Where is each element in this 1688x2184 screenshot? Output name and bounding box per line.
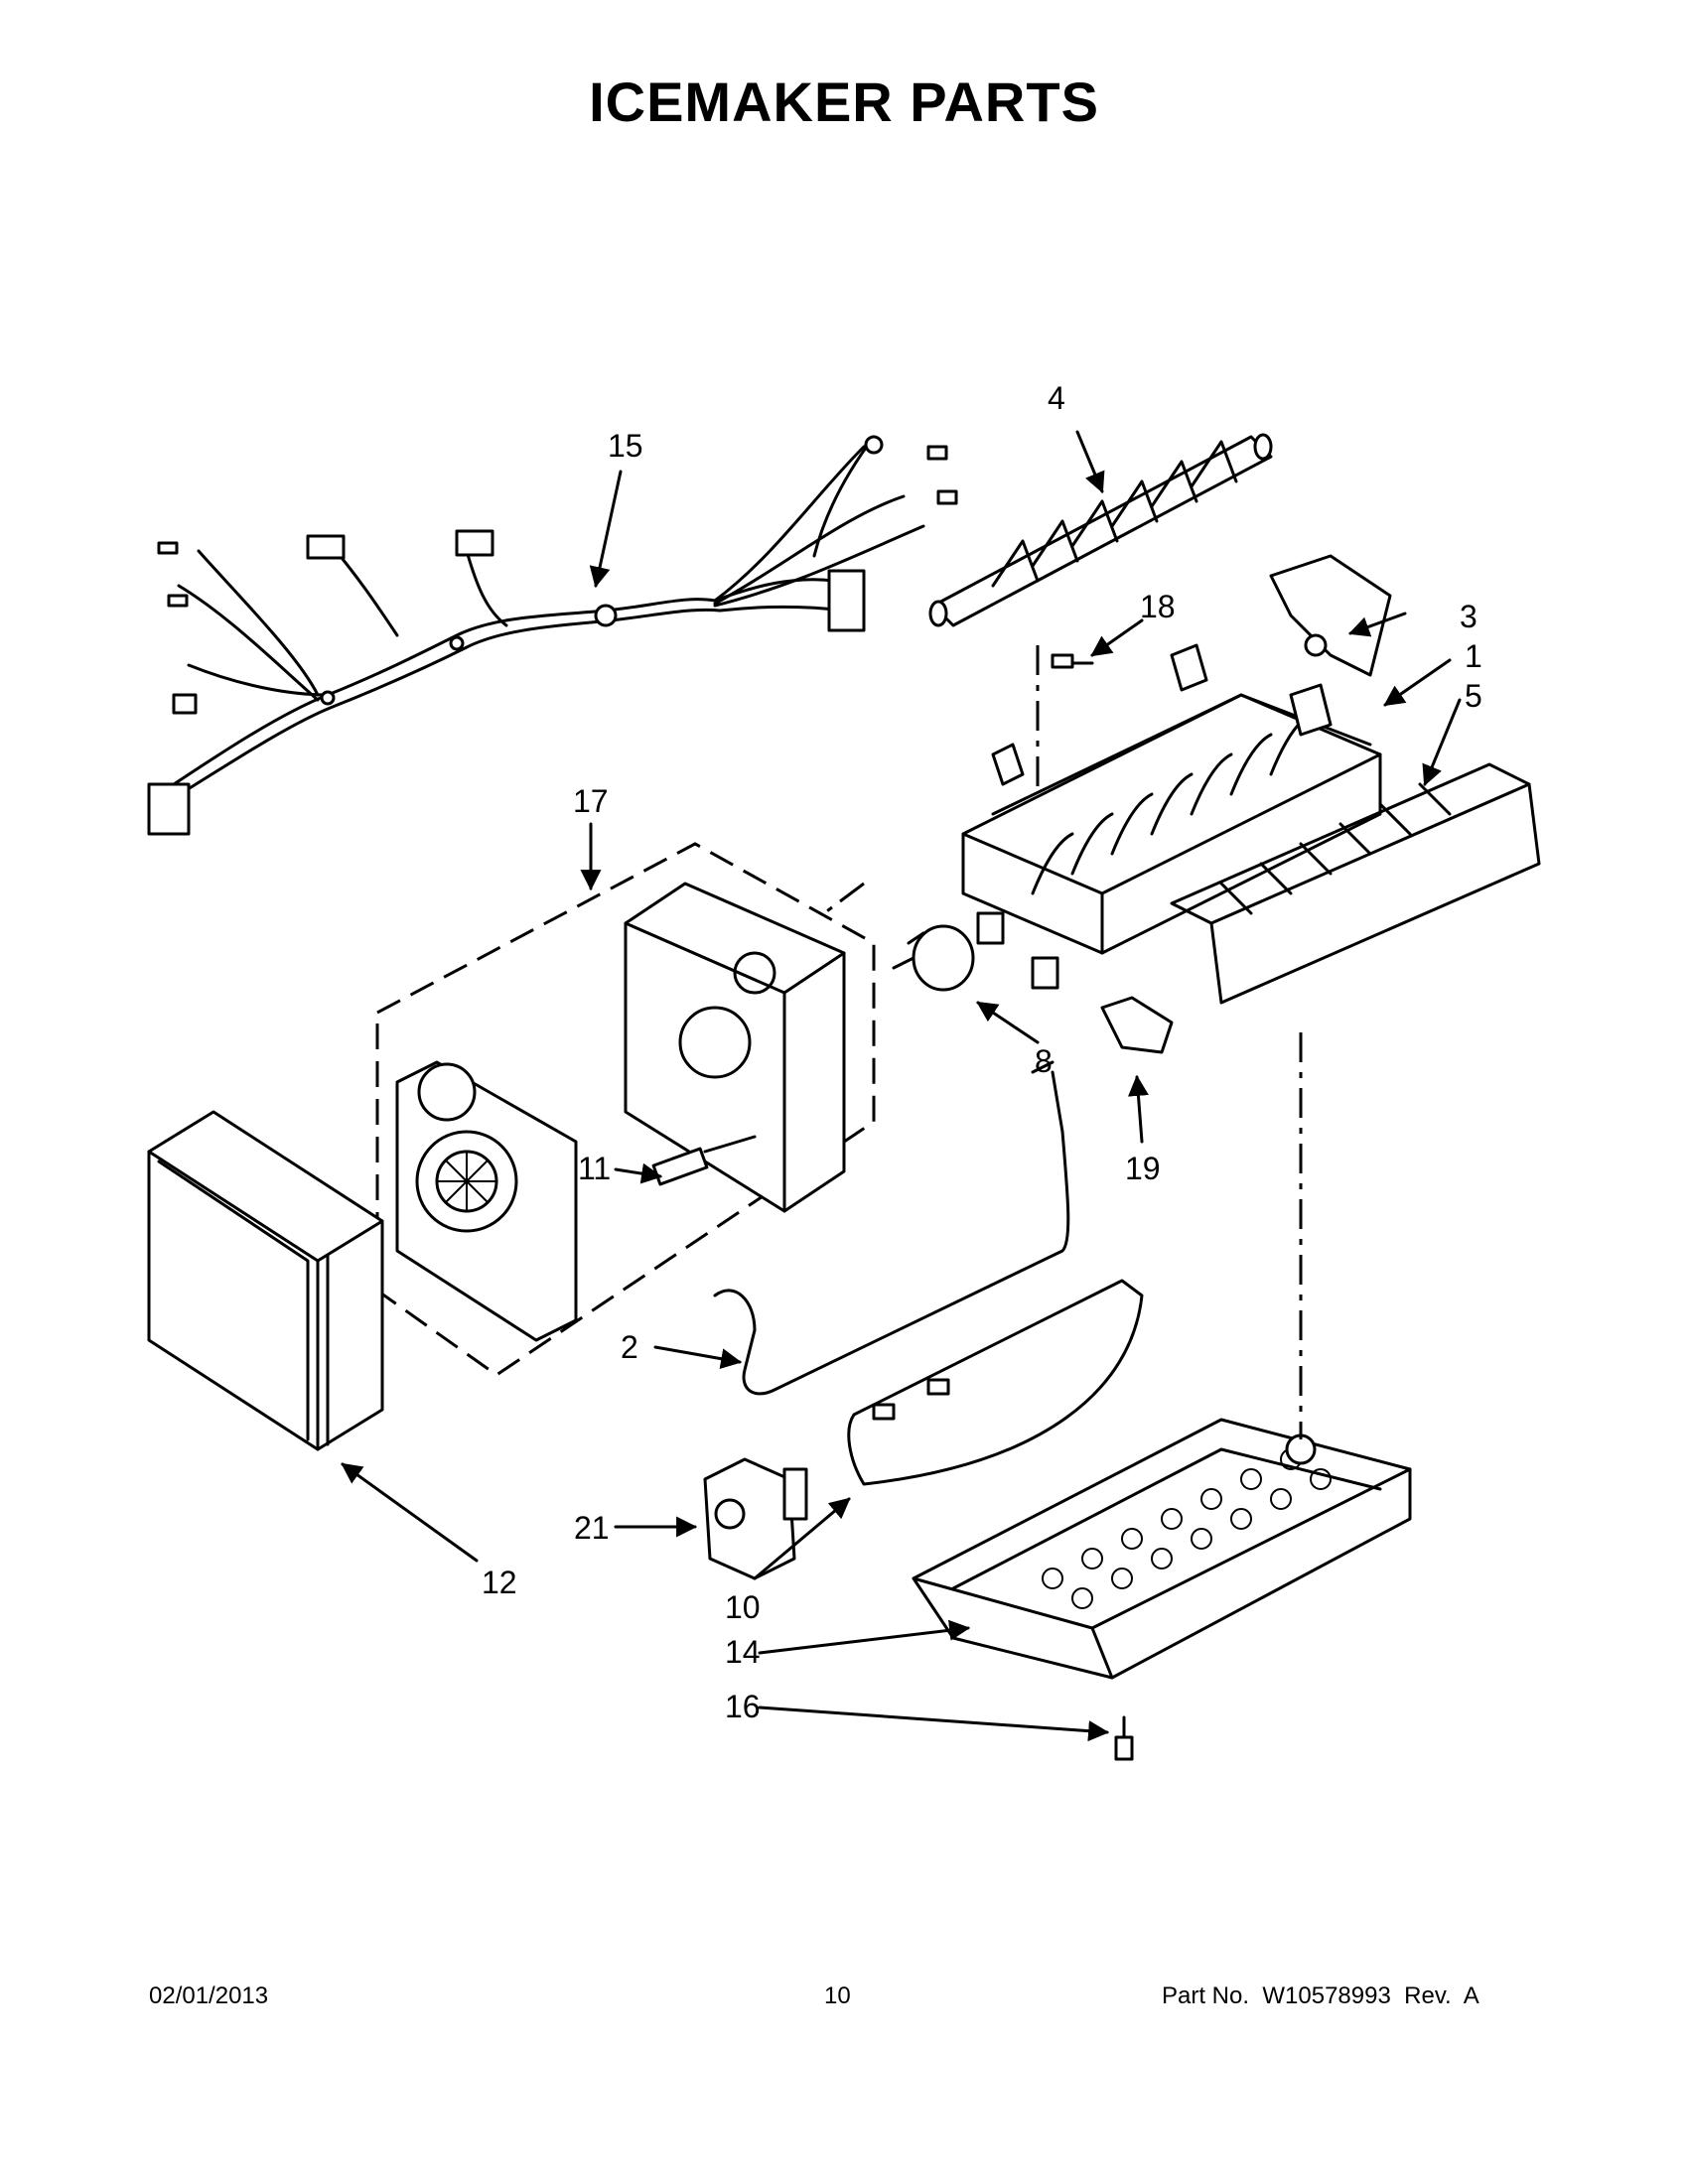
callout-3: 3 xyxy=(1460,599,1477,634)
page-title: ICEMAKER PARTS xyxy=(589,70,1099,133)
stripper-part xyxy=(1170,762,1541,1005)
fill-cup-part xyxy=(1269,554,1392,677)
thermostat-part xyxy=(892,911,1059,992)
callout-21: 21 xyxy=(574,1510,610,1546)
callout-15: 15 xyxy=(608,428,643,464)
control-module-part xyxy=(375,842,876,1377)
callout-labels: 4 15 18 3 1 5 17 8 19 11 2 21 12 10 14 1… xyxy=(482,380,1482,1724)
callout-18: 18 xyxy=(1140,589,1176,624)
footer-date: 02/01/2013 xyxy=(149,1982,269,2009)
mold-part xyxy=(961,643,1382,955)
footer-page-number: 10 xyxy=(824,1982,851,2009)
shield-part xyxy=(847,1279,1144,1486)
callout-5: 5 xyxy=(1465,678,1482,714)
callout-16: 16 xyxy=(725,1689,761,1724)
mold-screw-part xyxy=(1051,653,1094,669)
ejector-part xyxy=(928,433,1273,627)
callout-10: 10 xyxy=(725,1589,761,1625)
leader-lines xyxy=(341,430,1462,1742)
callout-14: 14 xyxy=(725,1634,761,1670)
wire-harness-part xyxy=(147,435,958,836)
water-valve-part xyxy=(703,1457,808,1580)
callout-17: 17 xyxy=(573,783,609,819)
callout-2: 2 xyxy=(621,1329,638,1365)
callout-11: 11 xyxy=(578,1151,611,1186)
alignment-line xyxy=(823,882,865,915)
cover-part xyxy=(147,1110,384,1451)
callout-12: 12 xyxy=(482,1565,517,1600)
ice-bucket-part xyxy=(912,1418,1412,1680)
clip-part xyxy=(1100,996,1174,1054)
shutoff-arm-part xyxy=(713,1060,1070,1396)
callout-1: 1 xyxy=(1465,638,1482,674)
bucket-screw-part xyxy=(1114,1715,1134,1761)
callout-4: 4 xyxy=(1048,380,1065,416)
footer-part-number: Part No. W10578993 Rev. A xyxy=(1162,1982,1479,2009)
callout-19: 19 xyxy=(1125,1151,1161,1186)
callout-8: 8 xyxy=(1035,1043,1053,1079)
